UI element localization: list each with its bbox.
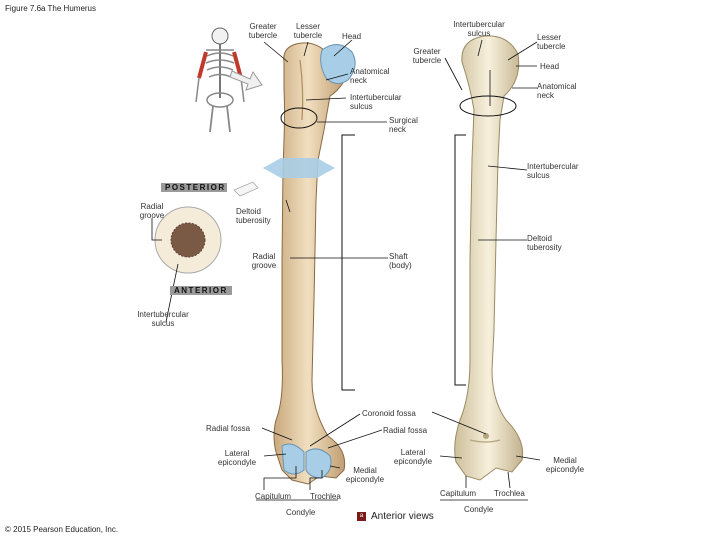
- label-head-right: Head: [540, 62, 560, 71]
- label-lesser-tubercle-right: Lesser tubercle: [537, 33, 566, 51]
- label-radial-groove-shaft: Radial groove: [251, 252, 277, 270]
- label-condyle-left: Condyle: [286, 508, 316, 517]
- label-intertubercular-sulcus-xs: Intertubercular sulcus: [137, 310, 189, 328]
- view-label: Anterior views: [371, 511, 434, 522]
- copyright: © 2015 Pearson Education, Inc.: [5, 525, 119, 534]
- label-radial-fossa-left: Radial fossa: [206, 424, 251, 433]
- label-lateral-epicondyle-right: Lateral epicondyle: [393, 448, 433, 466]
- label-radial-groove-cs: Radial groove: [139, 202, 165, 220]
- label-shaft-body: Shaft (body): [389, 252, 412, 270]
- label-lateral-epicondyle-left: Lateral epicondyle: [217, 449, 257, 467]
- label-head-left: Head: [342, 32, 362, 41]
- label-intertubercular-sulcus-top: Intertubercular sulcus: [453, 20, 505, 38]
- label-medial-epicondyle-left: Medial epicondyle: [345, 466, 385, 484]
- label-medial-epicondyle-right: Medial epicondyle: [545, 456, 585, 474]
- label-trochlea-right: Trochlea: [494, 489, 525, 498]
- label-capitulum-right: Capitulum: [440, 489, 477, 498]
- shaft-bracket-right: [454, 134, 466, 386]
- label-radial-fossa-right: Radial fossa: [383, 426, 428, 435]
- label-intertubercular-sulcus-left: Intertubercular sulcus: [350, 93, 402, 111]
- label-anatomical-neck-right: Anatomical neck: [537, 82, 577, 100]
- label-capitulum-left: Capitulum: [255, 492, 292, 501]
- label-anatomical-neck-left: Anatomical neck: [350, 67, 390, 85]
- label-deltoid-tuberosity-right: Deltoid tuberosity: [527, 234, 562, 252]
- figure-title: Figure 7.6a The Humerus: [5, 4, 97, 13]
- label-greater-tubercle-left: Greater tubercle: [248, 22, 278, 40]
- label-deltoid-tuberosity-left: Deltoid tuberosity: [236, 207, 271, 225]
- pointer-arrow-icon: [229, 70, 263, 91]
- leader-lines: [151, 39, 541, 501]
- label-lesser-tubercle-left: Lesser tubercle: [293, 22, 323, 40]
- right-humerus: [454, 35, 524, 481]
- anterior-band: ANTERIOR: [170, 286, 232, 295]
- label-condyle-right: Condyle: [464, 505, 494, 514]
- posterior-band: POSTERIOR: [161, 183, 227, 192]
- label-surgical-neck: Surgical neck: [389, 116, 418, 134]
- label-coronoid-fossa: Coronoid fossa: [362, 409, 416, 418]
- label-trochlea-left: Trochlea: [310, 492, 341, 501]
- label-greater-tubercle-right: Greater tubercle: [412, 47, 442, 65]
- cross-section: [154, 181, 259, 274]
- view-badge: a: [357, 512, 366, 521]
- skeleton-thumbnail: [195, 27, 245, 133]
- label-intertubercular-sulcus-right: Intertubercular sulcus: [527, 162, 579, 180]
- left-humerus: [263, 42, 356, 485]
- shaft-bracket-left: [341, 134, 355, 391]
